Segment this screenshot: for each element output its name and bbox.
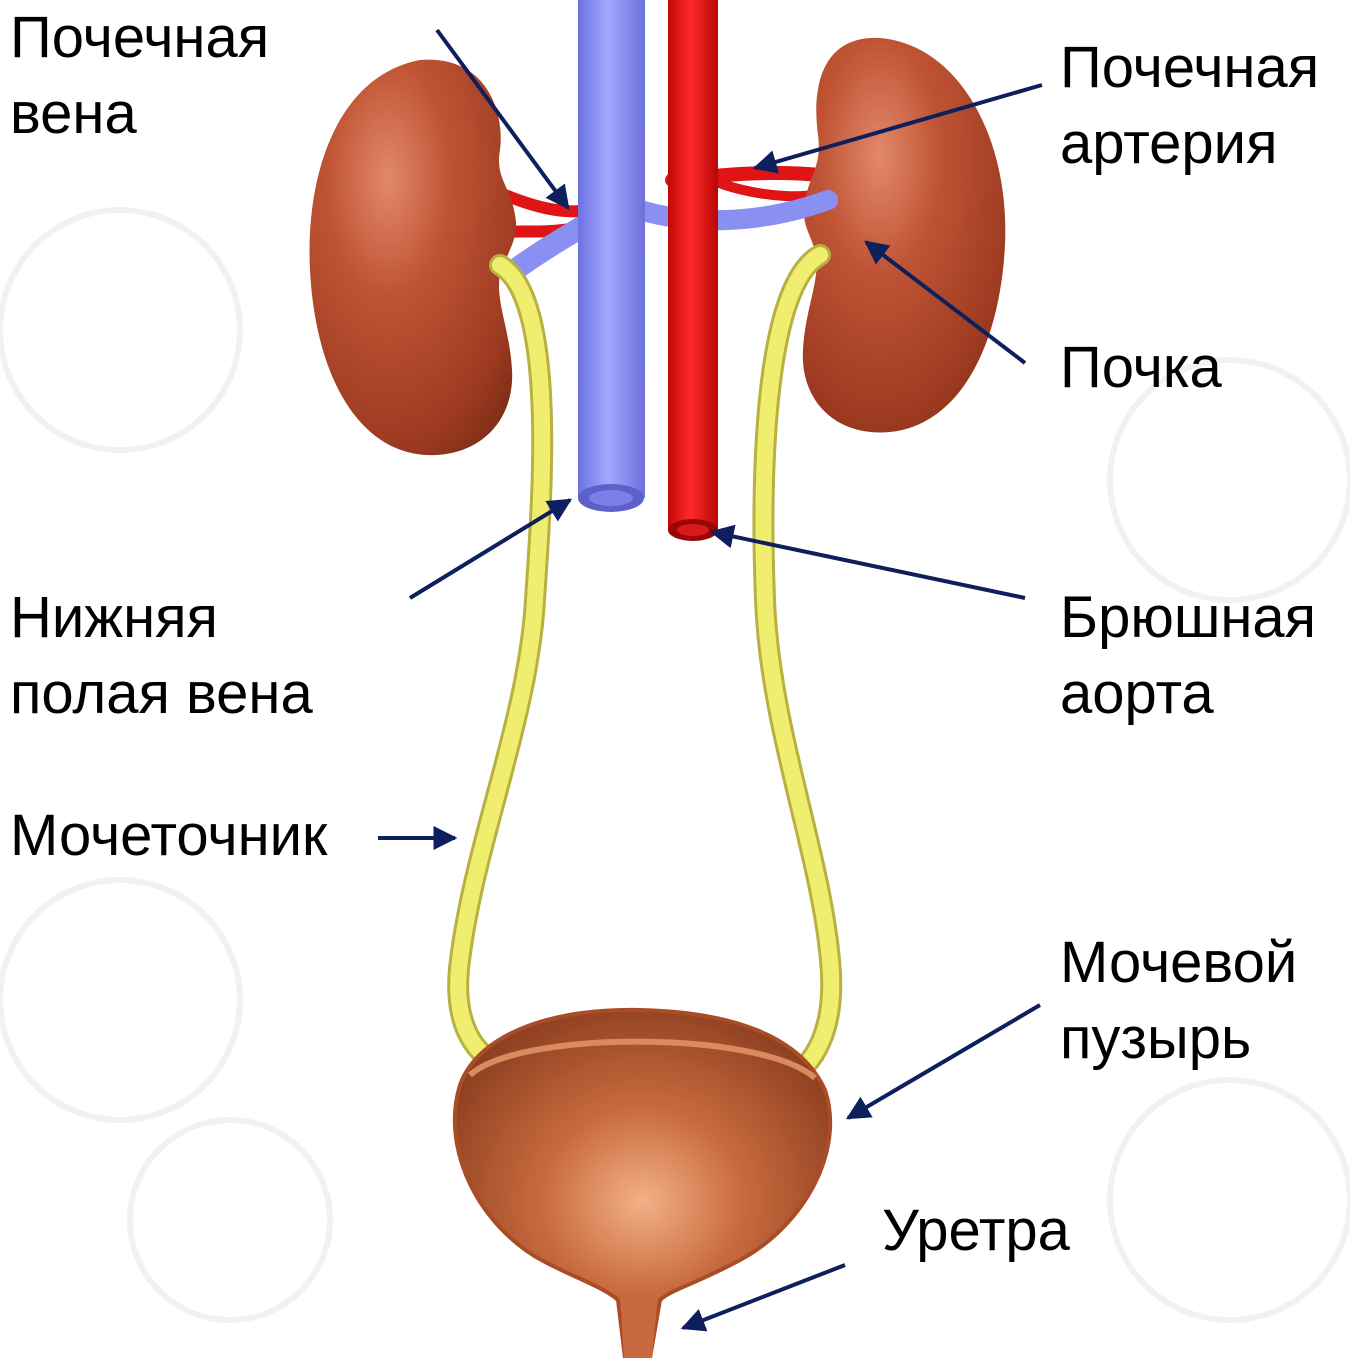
label-urethra-line1: Уретра (882, 1193, 1070, 1269)
label-ureter-line1: Мочеточник (10, 798, 327, 874)
right-kidney (803, 38, 1006, 433)
label-inferior-vena-cava: Нижняя полая вена (10, 580, 313, 732)
label-bladder: Мочевой пузырь (1060, 925, 1297, 1077)
label-aorta-line2: аорта (1060, 656, 1316, 732)
label-renal-artery-line2: артерия (1060, 106, 1319, 182)
label-vena-cava-line1: Нижняя (10, 580, 313, 656)
label-ureter: Мочеточник (10, 798, 327, 874)
label-renal-vein-line1: Почечная (10, 0, 269, 76)
label-aorta-line1: Брюшная (1060, 580, 1316, 656)
label-renal-artery: Почечная артерия (1060, 30, 1319, 182)
left-kidney (310, 60, 516, 455)
leader-bladder (848, 1005, 1040, 1118)
label-abdominal-aorta: Брюшная аорта (1060, 580, 1316, 732)
label-urethra: Уретра (882, 1193, 1070, 1269)
label-renal-artery-line1: Почечная (1060, 30, 1319, 106)
label-bladder-line1: Мочевой (1060, 925, 1297, 1001)
label-renal-vein-line2: вена (10, 76, 269, 152)
label-bladder-line2: пузырь (1060, 1001, 1297, 1077)
label-kidney-line1: Почка (1060, 330, 1222, 406)
urethra-tube (620, 1295, 658, 1358)
label-kidney: Почка (1060, 330, 1222, 406)
abdominal-aorta-vessel (668, 0, 718, 530)
label-vena-cava-line2: полая вена (10, 656, 313, 732)
label-renal-vein: Почечная вена (10, 0, 269, 152)
inferior-vena-cava-vessel (578, 0, 645, 498)
